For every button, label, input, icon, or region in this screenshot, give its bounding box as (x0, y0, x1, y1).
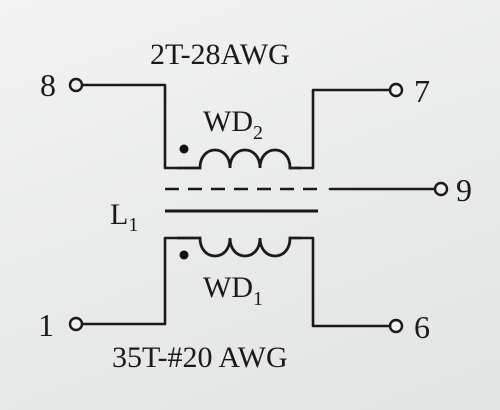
terminal-pin8 (68, 77, 84, 93)
top-winding-coil (176, 148, 302, 170)
terminal-pin1 (68, 316, 84, 332)
pin-8-label: 8 (40, 67, 56, 103)
pin-1-label: 1 (38, 307, 54, 343)
wire-pin1-to-bottom-winding (80, 236, 180, 326)
wire-bottom-winding-to-pin6 (298, 236, 392, 328)
terminal-pin7 (388, 82, 404, 98)
terminal-pin6 (388, 318, 404, 334)
bottom-winding-polarity-dot (179, 250, 189, 260)
top-winding-polarity-dot (179, 144, 189, 154)
wire-pin8-to-top-winding (80, 83, 180, 170)
core-label: L1 (110, 198, 138, 236)
top-winding-label: WD2 (203, 105, 263, 144)
bottom-winding-label: WD1 (203, 271, 263, 310)
bottom-winding-coil (176, 236, 302, 258)
bottom-winding-spec: 35T-#20 AWG (112, 341, 288, 374)
pin-9-label: 9 (456, 172, 472, 208)
pin-7-label: 7 (414, 73, 430, 109)
top-winding-spec: 2T-28AWG (150, 38, 290, 71)
wire-top-winding-to-pin7 (298, 88, 392, 170)
terminal-pin9 (433, 181, 449, 197)
pin-6-label: 6 (414, 309, 430, 345)
